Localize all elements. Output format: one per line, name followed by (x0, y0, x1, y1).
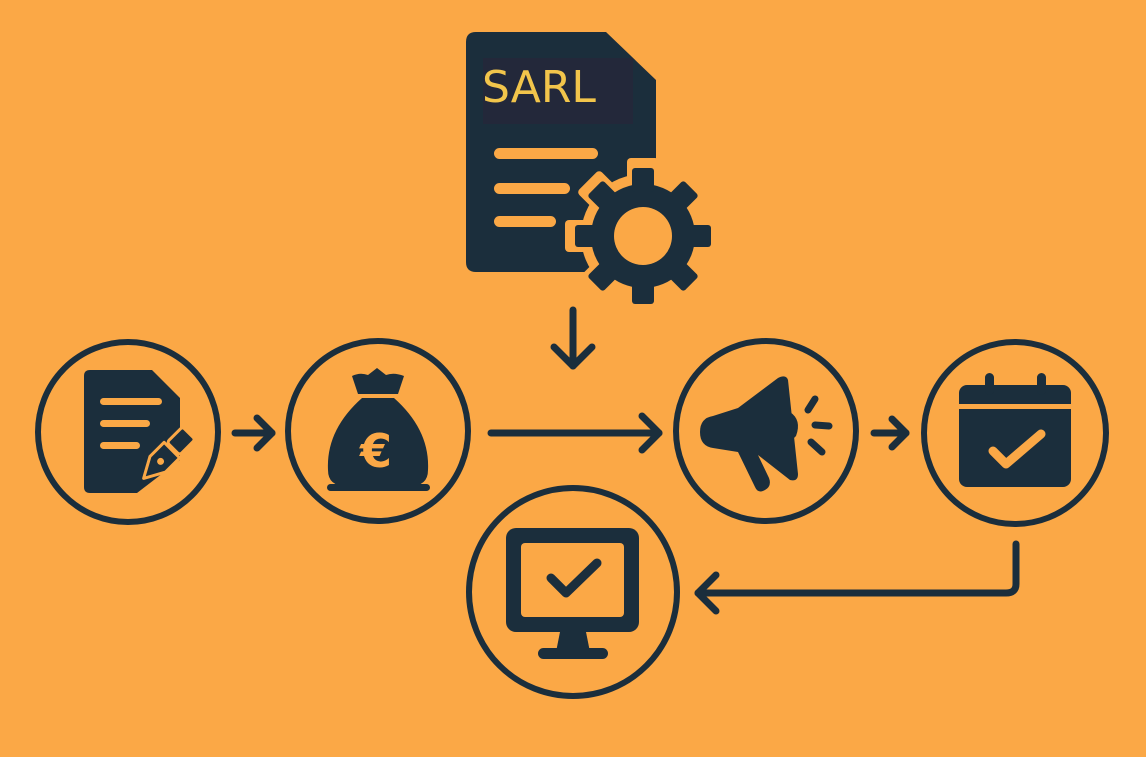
arrow-elbow-left-icon (694, 540, 1020, 615)
doc-line (494, 183, 570, 194)
megaphone-icon (700, 376, 833, 492)
calendar-check-icon (959, 373, 1071, 487)
arrow-right-long-icon (487, 412, 663, 454)
step-5-circle (466, 485, 680, 699)
doc-line (494, 216, 556, 227)
sarl-label: SARL (482, 62, 596, 113)
arrow-right-icon (231, 414, 276, 452)
arrow-down-icon (550, 306, 596, 370)
euro-symbol: € (359, 424, 392, 478)
monitor-check-icon (506, 528, 639, 659)
gear-icon (565, 158, 721, 314)
sarl-document-gear-icon: SARL (466, 32, 721, 314)
doc-line (494, 148, 598, 159)
arrow-right-icon (870, 415, 910, 451)
step-2-circle: € (285, 338, 471, 524)
money-bag-euro-icon: € (327, 368, 430, 491)
step-1-circle (35, 339, 221, 525)
document-signature-icon (84, 370, 196, 493)
step-4-circle (921, 339, 1109, 527)
step-3-circle (673, 338, 859, 524)
